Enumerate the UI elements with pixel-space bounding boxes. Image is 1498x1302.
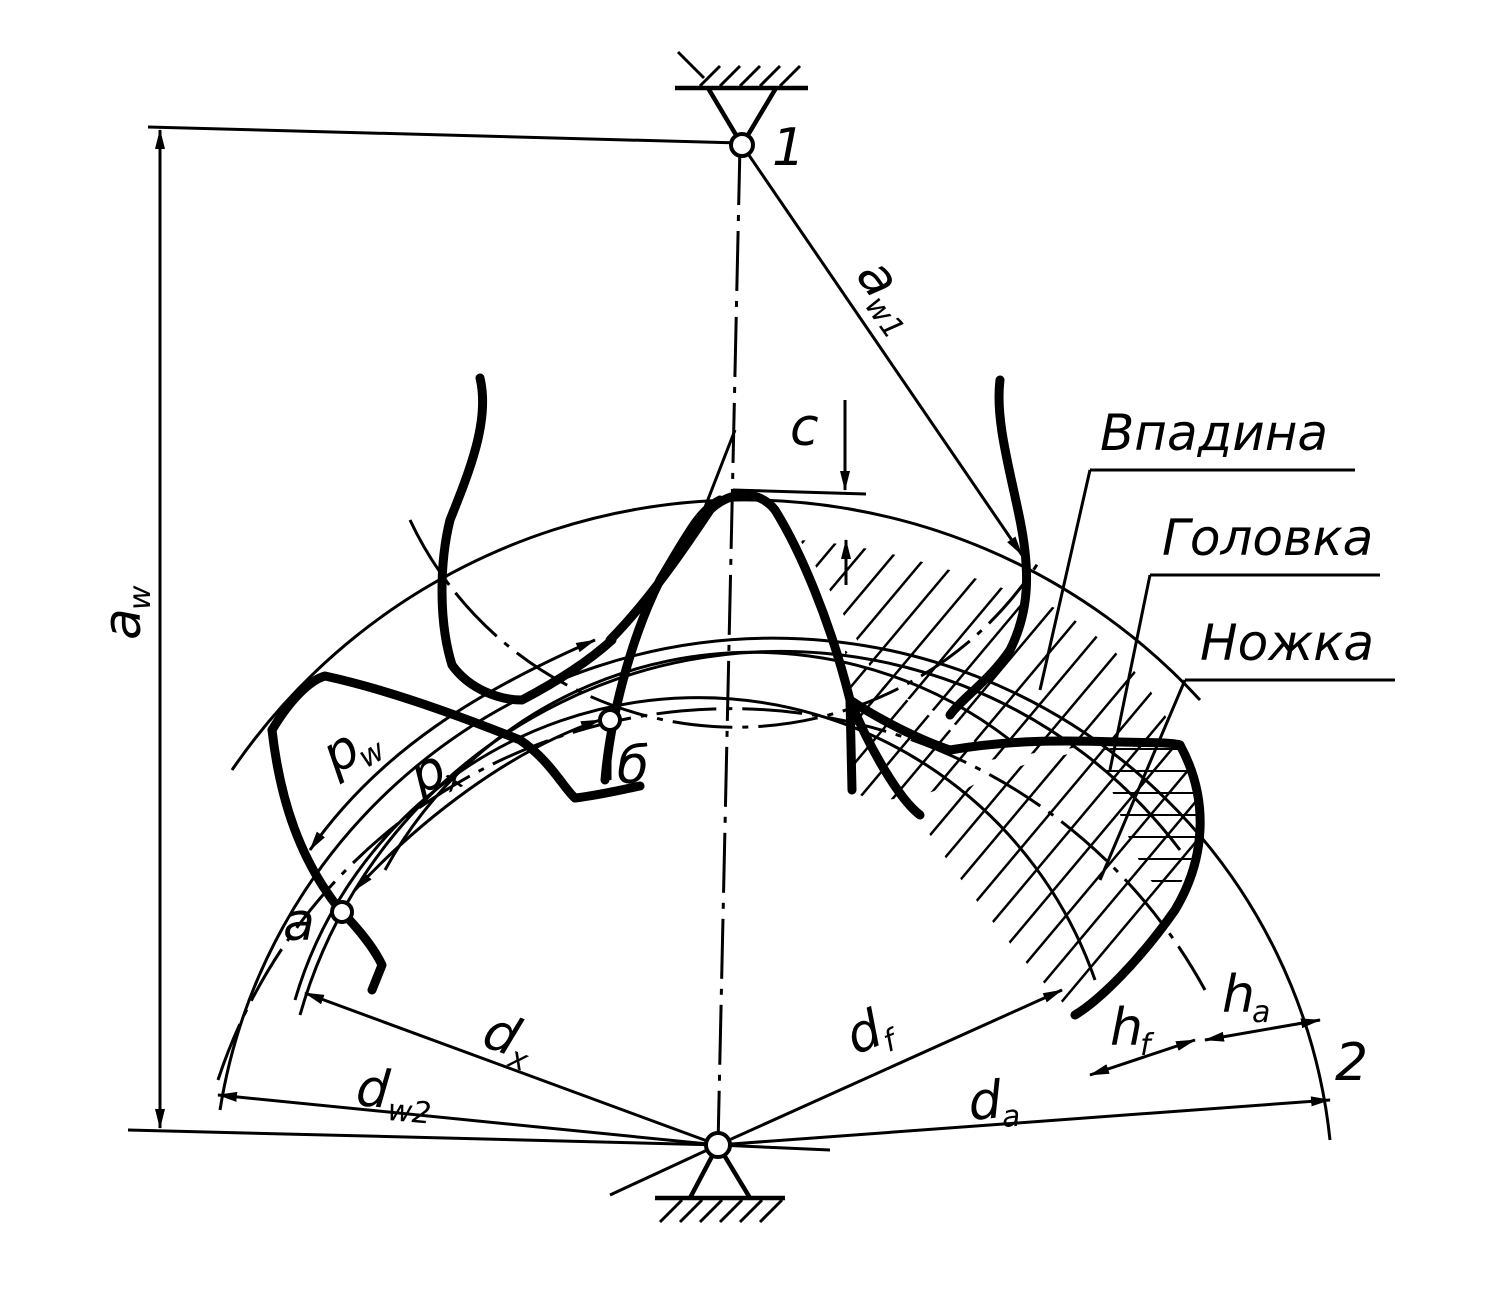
da-label: d a	[966, 1070, 1022, 1135]
pivot-1-circle	[729, 132, 755, 158]
point-b-circle	[598, 708, 622, 732]
hatched-tooth-regions	[800, 540, 1200, 1010]
callout-vpadina: Впадина	[1100, 404, 1328, 462]
svg-text:f: f	[1140, 1028, 1155, 1063]
point-a-circle	[330, 900, 354, 924]
diameter-lines	[217, 988, 1331, 1197]
dw2-label: d w2	[354, 1058, 433, 1132]
svg-text:a: a	[1252, 995, 1270, 1030]
hf-ha-dimensions	[1089, 1018, 1321, 1077]
aw1-label: a w1	[844, 248, 911, 346]
pivot-1-label: 1	[772, 118, 805, 178]
svg-text:w: w	[123, 585, 158, 610]
svg-text:h: h	[1222, 965, 1255, 1025]
df-label: d f	[837, 999, 905, 1067]
svg-text:a: a	[93, 608, 153, 640]
pivot-2-circle	[704, 1131, 732, 1159]
svg-text:h: h	[1110, 998, 1143, 1058]
construction-lines	[608, 400, 867, 780]
pw-label: p w	[311, 718, 392, 787]
pitch-arrows	[308, 638, 601, 892]
svg-text:d: d	[354, 1058, 393, 1121]
callout-leaders	[1038, 468, 1395, 881]
c-label: c	[790, 398, 819, 458]
dx-label: d x	[476, 1001, 533, 1079]
ha-label: h a	[1222, 965, 1270, 1030]
top-pivot-support	[675, 50, 808, 150]
callout-golovka: Головка	[1162, 509, 1373, 567]
callout-nozhka: Ножка	[1200, 614, 1374, 672]
aw-label: a w	[93, 585, 158, 640]
svg-text:a: a	[1000, 1099, 1021, 1135]
svg-text:d: d	[966, 1070, 1005, 1133]
hf-label: h f	[1110, 998, 1155, 1063]
pivot-2-label: 2	[1335, 1033, 1368, 1093]
svg-text:w2: w2	[386, 1093, 433, 1132]
point-a-label: a	[283, 893, 315, 953]
aw1-dimension-line	[740, 144, 1024, 556]
aw-dimension	[127, 125, 741, 1147]
center-axis	[716, 144, 742, 1146]
point-b-label: б	[617, 736, 649, 796]
